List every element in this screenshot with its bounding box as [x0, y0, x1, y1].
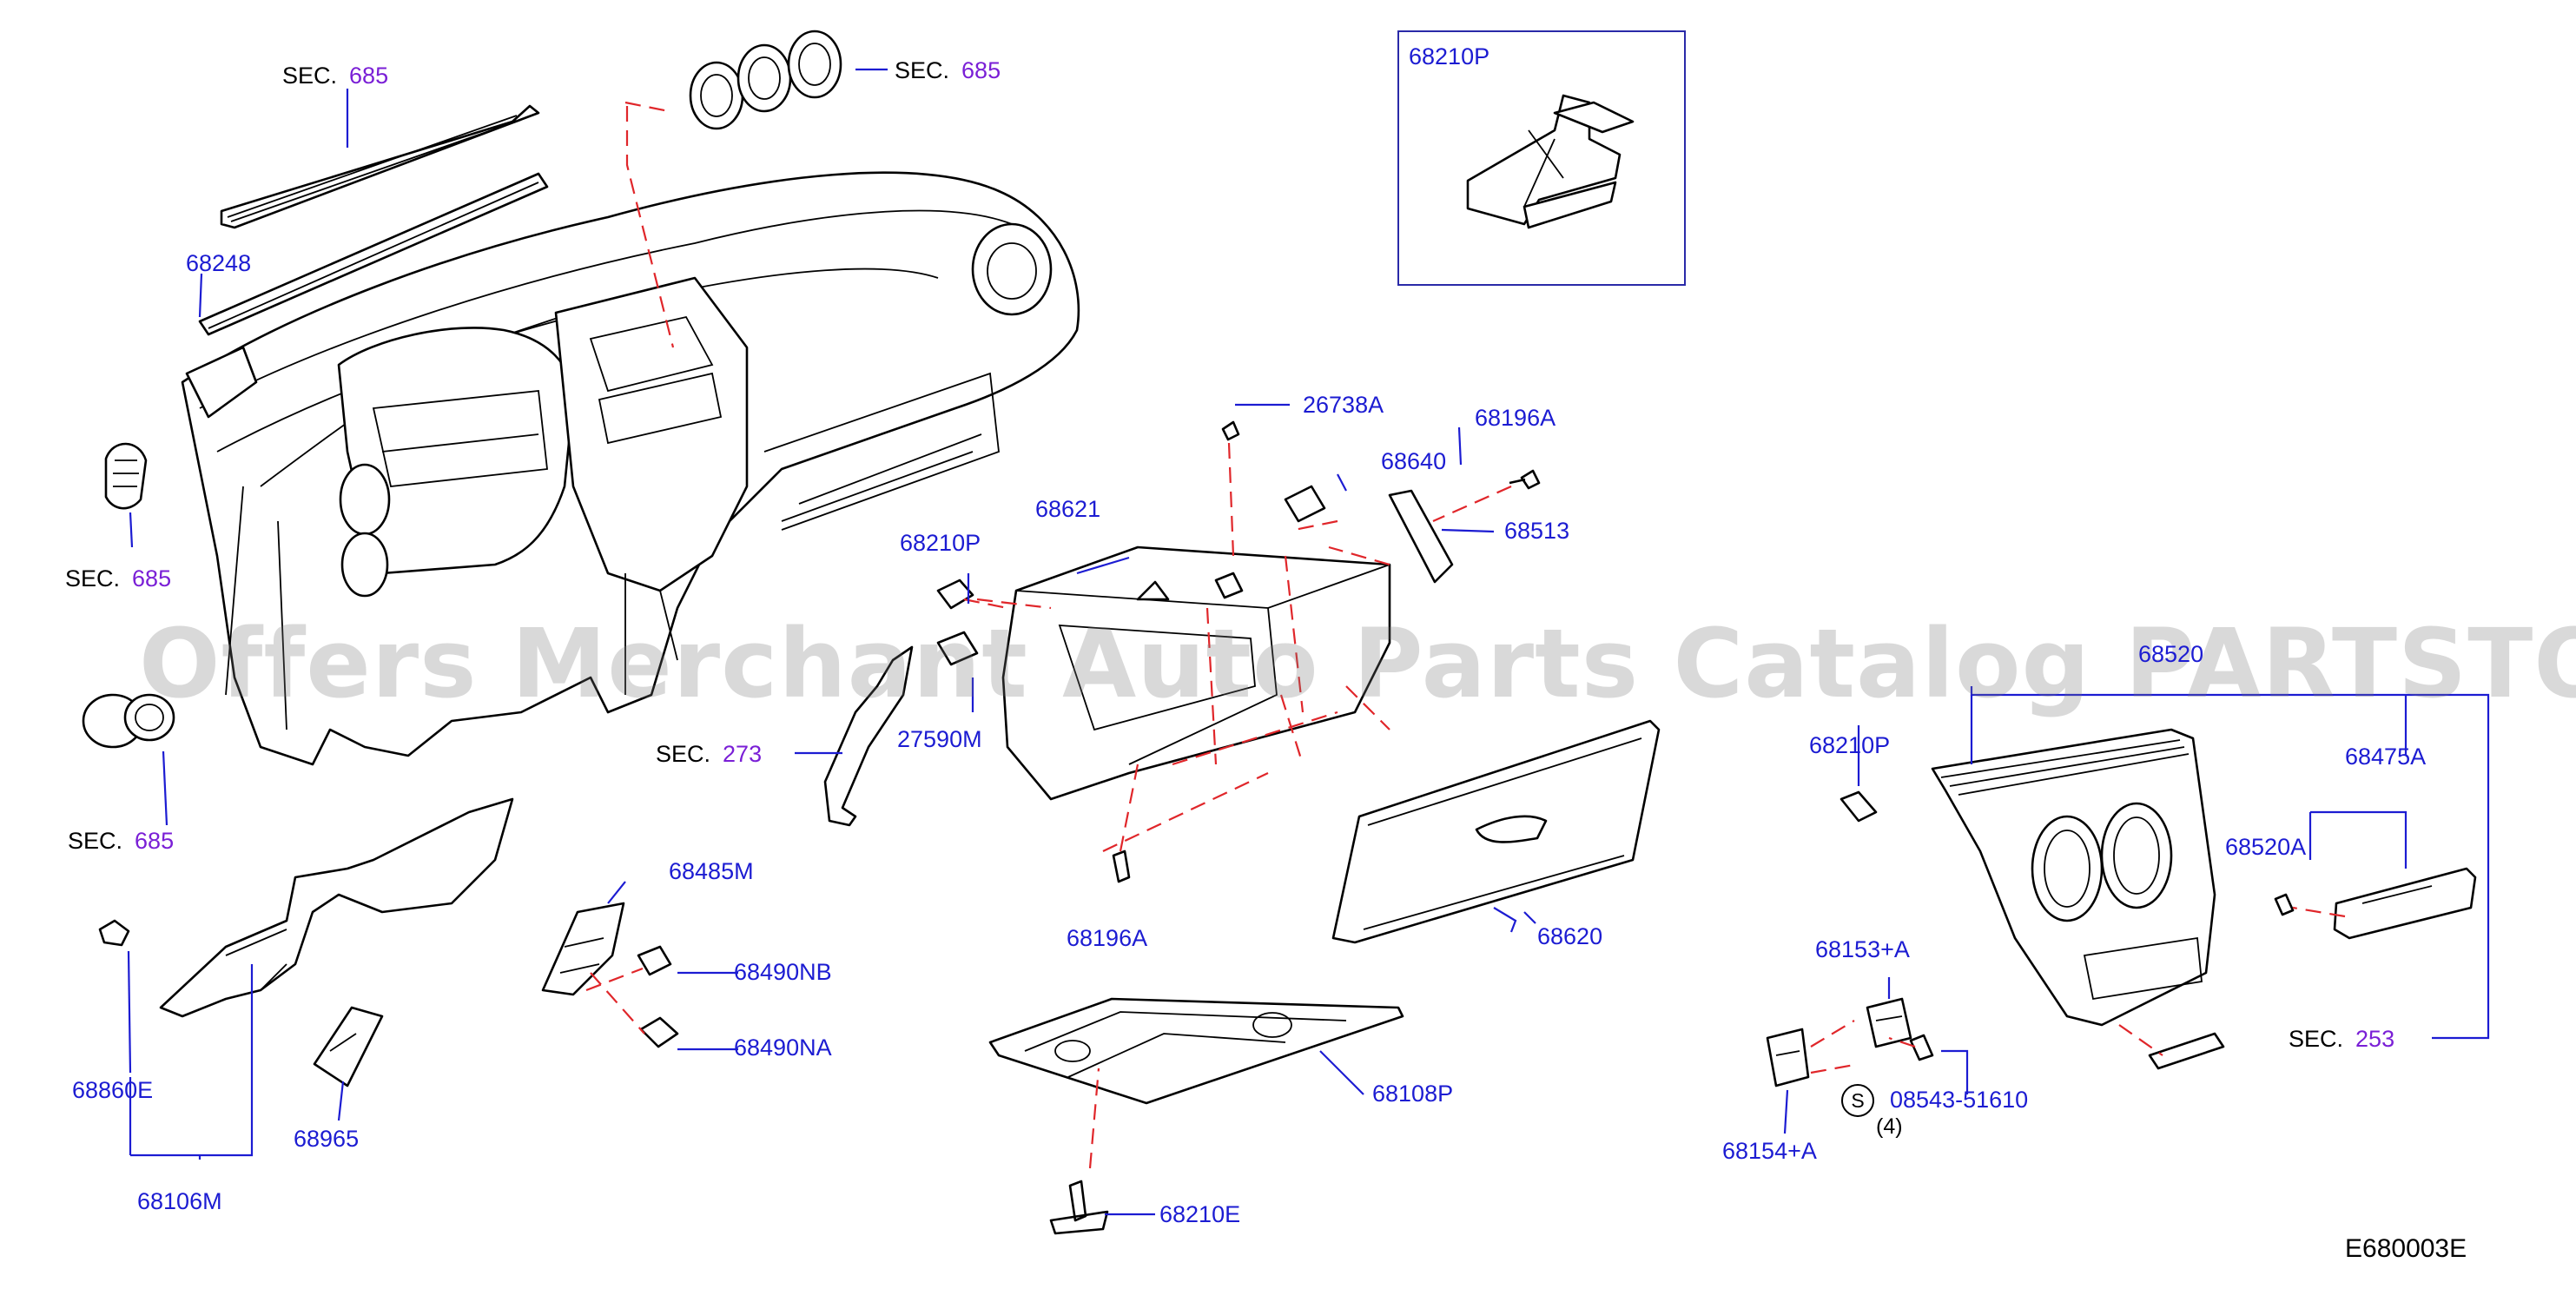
section-prefix: SEC.: [895, 57, 950, 83]
assembly-guides: [585, 101, 2346, 1169]
section-prefix: SEC.: [2289, 1026, 2344, 1052]
part-08543-51610[interactable]: 08543-51610: [1890, 1087, 2029, 1113]
screw-quantity: (4): [1876, 1114, 1903, 1139]
bracket-68485M: [541, 902, 625, 996]
section-ref-defroster: SEC. 685: [282, 64, 388, 88]
knee-panel: [159, 797, 514, 1018]
section-number[interactable]: 253: [2355, 1026, 2395, 1052]
clip-68210P-left: [936, 578, 974, 610]
part-68490NB[interactable]: 68490NB: [734, 959, 832, 985]
section-ref-switch: SEC. 253: [2289, 1028, 2394, 1051]
clip-68490NB: [637, 945, 672, 976]
section-ref-round-vent: SEC. 685: [68, 830, 174, 853]
part-68248[interactable]: 68248: [186, 250, 252, 276]
part-68520[interactable]: 68520: [2138, 641, 2204, 667]
bracket-68153A: [1866, 997, 1912, 1048]
side-vent-round: [82, 693, 175, 749]
section-number[interactable]: 685: [349, 63, 389, 89]
glove-box-lid: [1331, 719, 1661, 944]
part-68620[interactable]: 68620: [1537, 923, 1603, 949]
part-68106M[interactable]: 68106M: [137, 1188, 222, 1214]
fasteners: [1049, 420, 2295, 1235]
part-68210P-housing[interactable]: 68210P: [900, 530, 981, 556]
part-68640[interactable]: 68640: [1381, 448, 1447, 474]
section-ref-duct: SEC. 273: [656, 743, 762, 766]
section-ref-side-vent: SEC. 685: [65, 567, 171, 591]
panel-68475A: [2333, 867, 2477, 940]
diagram-reference-id: E680003E: [2345, 1234, 2467, 1263]
section-number[interactable]: 685: [961, 57, 1001, 83]
section-ref-center-vents: SEC. 685: [895, 59, 1001, 83]
part-68210P-cluster[interactable]: 68210P: [1809, 732, 1891, 758]
part-68513[interactable]: 68513: [1504, 518, 1570, 544]
part-68520A[interactable]: 68520A: [2225, 834, 2307, 860]
section-prefix: SEC.: [656, 741, 711, 767]
access-cover-68965: [313, 1006, 384, 1087]
inset-clip-detail: [1397, 30, 1686, 286]
instrument-panel: [181, 171, 1080, 766]
defroster-grille: [220, 104, 540, 229]
part-68965[interactable]: 68965: [294, 1126, 360, 1152]
glove-box-housing: [1001, 545, 1391, 801]
clip-68860E: [98, 919, 130, 947]
part-68153A[interactable]: 68153+A: [1815, 936, 1910, 962]
part-68154A[interactable]: 68154+A: [1722, 1138, 1817, 1164]
part-68490NA[interactable]: 68490NA: [734, 1035, 832, 1061]
part-27590M[interactable]: 27590M: [897, 726, 982, 752]
switch-253: [2148, 1032, 2225, 1070]
section-number[interactable]: 685: [132, 565, 172, 592]
clip-68490NA: [639, 1016, 679, 1048]
section-prefix: SEC.: [68, 828, 123, 854]
section-prefix: SEC.: [282, 63, 338, 89]
center-cluster-68520: [1931, 728, 2216, 1027]
part-26738A[interactable]: 26738A: [1303, 392, 1384, 418]
side-vent-square: [104, 442, 148, 510]
duct-273: [823, 645, 914, 827]
part-68475A[interactable]: 68475A: [2345, 744, 2427, 770]
section-number[interactable]: 273: [723, 741, 763, 767]
part-68210E[interactable]: 68210E: [1159, 1201, 1241, 1227]
section-prefix: SEC.: [65, 565, 121, 592]
part-68621[interactable]: 68621: [1035, 496, 1101, 522]
grommet-27590M: [936, 631, 979, 666]
lower-cover: [988, 997, 1404, 1105]
section-number[interactable]: 685: [135, 828, 175, 854]
part-68485M[interactable]: 68485M: [669, 858, 754, 884]
side-defroster: [198, 172, 549, 336]
bracket-68154A: [1766, 1028, 1810, 1087]
center-vents: [689, 30, 842, 130]
part-68196A-bottom[interactable]: 68196A: [1067, 925, 1148, 951]
part-68860E[interactable]: 68860E: [72, 1077, 154, 1103]
inset-part-number[interactable]: 68210P: [1409, 43, 1490, 69]
clip-68210P-right: [1840, 790, 1878, 823]
screw-standard-marker: S: [1841, 1084, 1874, 1117]
part-68196A-top[interactable]: 68196A: [1475, 405, 1556, 431]
part-68108P[interactable]: 68108P: [1372, 1081, 1454, 1107]
leader-lines: [127, 68, 2490, 1216]
